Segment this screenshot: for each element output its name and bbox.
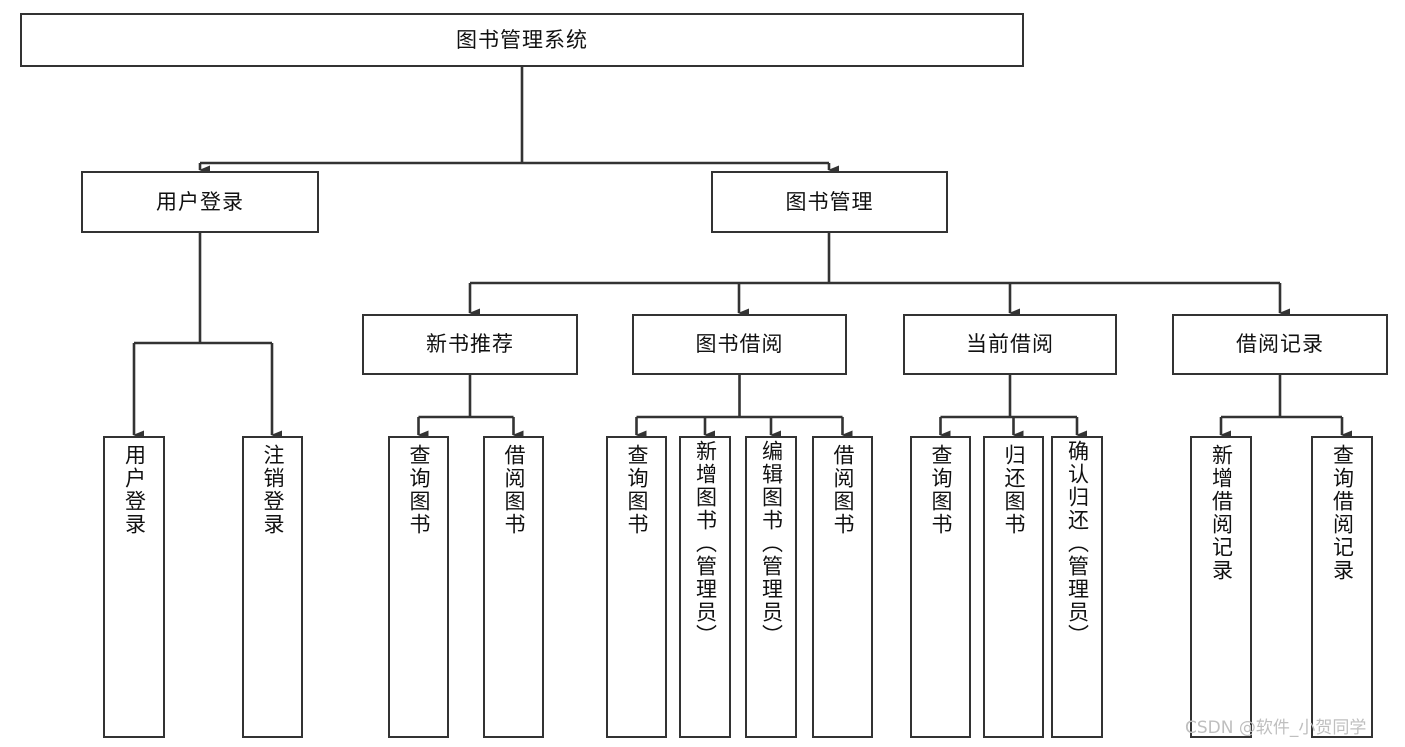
node-leaf-label: 归还图书	[1001, 444, 1026, 536]
node-leaf-label: 新增借阅记录	[1209, 444, 1234, 582]
node-leaf-label: 新增图书（管理员）	[693, 440, 718, 647]
node-level3-book-borrow[interactable]: 图书借阅	[632, 314, 847, 375]
node-root[interactable]: 图书管理系统	[20, 13, 1024, 67]
node-level2-book-management[interactable]: 图书管理	[711, 171, 948, 233]
node-leaf-edit-book-admin[interactable]: 编辑图书（管理员）	[745, 436, 797, 738]
node-level3-new-book-recommend[interactable]: 新书推荐	[362, 314, 578, 375]
node-level3-label: 新书推荐	[426, 332, 514, 356]
node-level3-label: 当前借阅	[966, 332, 1054, 356]
node-leaf-return-book[interactable]: 归还图书	[983, 436, 1044, 738]
connector-group	[132, 67, 1352, 440]
node-leaf-label: 查询图书	[624, 444, 649, 536]
node-level3-current-borrow[interactable]: 当前借阅	[903, 314, 1117, 375]
node-leaf-label: 编辑图书（管理员）	[759, 440, 784, 647]
node-leaf-label: 查询图书	[928, 444, 953, 536]
node-leaf-logout-action[interactable]: 注销登录	[242, 436, 303, 738]
node-leaf-label: 用户登录	[122, 444, 147, 536]
node-leaf-query-book-rec[interactable]: 查询图书	[388, 436, 449, 738]
node-leaf-query-book-current[interactable]: 查询图书	[910, 436, 971, 738]
node-level3-label: 图书借阅	[695, 332, 784, 356]
node-leaf-confirm-return-admin[interactable]: 确认归还（管理员）	[1051, 436, 1103, 738]
node-leaf-add-borrow-record[interactable]: 新增借阅记录	[1190, 436, 1252, 738]
node-leaf-add-book-admin[interactable]: 新增图书（管理员）	[679, 436, 731, 738]
csdn-watermark: CSDN @软件_小贺同学	[1185, 718, 1367, 738]
node-leaf-label: 借阅图书	[501, 444, 526, 536]
node-leaf-query-book-borrow[interactable]: 查询图书	[606, 436, 667, 738]
node-level3-label: 借阅记录	[1236, 332, 1324, 356]
node-leaf-query-borrow-record[interactable]: 查询借阅记录	[1311, 436, 1373, 738]
node-leaf-label: 借阅图书	[830, 444, 855, 536]
node-leaf-label: 注销登录	[260, 444, 285, 536]
node-leaf-borrow-book-action[interactable]: 借阅图书	[812, 436, 873, 738]
node-level3-borrow-record[interactable]: 借阅记录	[1172, 314, 1388, 375]
node-root-label: 图书管理系统	[456, 27, 588, 52]
node-level2-label: 图书管理	[785, 189, 874, 214]
node-leaf-label: 查询借阅记录	[1330, 444, 1355, 582]
node-leaf-label: 确认归还（管理员）	[1065, 440, 1090, 647]
node-leaf-label: 查询图书	[406, 444, 431, 536]
node-leaf-user-login-action[interactable]: 用户登录	[103, 436, 165, 738]
node-level2-user-login[interactable]: 用户登录	[81, 171, 319, 233]
node-leaf-borrow-book-rec[interactable]: 借阅图书	[483, 436, 544, 738]
node-level2-label: 用户登录	[156, 189, 244, 214]
